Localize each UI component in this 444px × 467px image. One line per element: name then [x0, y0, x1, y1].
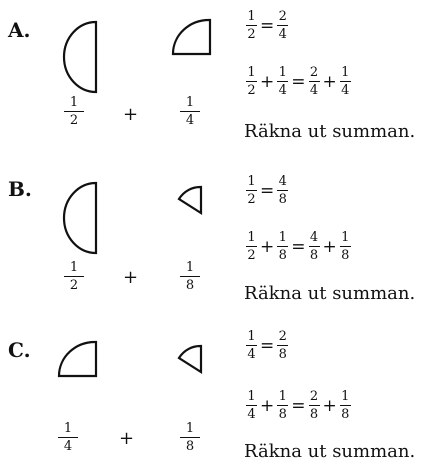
eighth-circle-shape: [176, 344, 206, 376]
half-circle-shape: [62, 20, 102, 94]
plus-sign: +: [123, 104, 139, 125]
instruction-text: Räkna ut summan.: [244, 121, 416, 142]
instruction-text: Räkna ut summan.: [244, 283, 416, 304]
quarter-circle-shape: [170, 18, 214, 58]
instruction-text: Räkna ut summan.: [244, 441, 416, 462]
exercise-letter: C.: [8, 338, 31, 362]
exercise-letter: B.: [8, 177, 32, 201]
exercise-letter: A.: [8, 18, 31, 42]
eighth-circle-shape: [176, 185, 206, 217]
plus-sign: +: [123, 267, 139, 288]
half-circle-shape: [62, 181, 102, 255]
plus-sign: +: [119, 428, 135, 449]
quarter-circle-shape: [56, 340, 100, 380]
